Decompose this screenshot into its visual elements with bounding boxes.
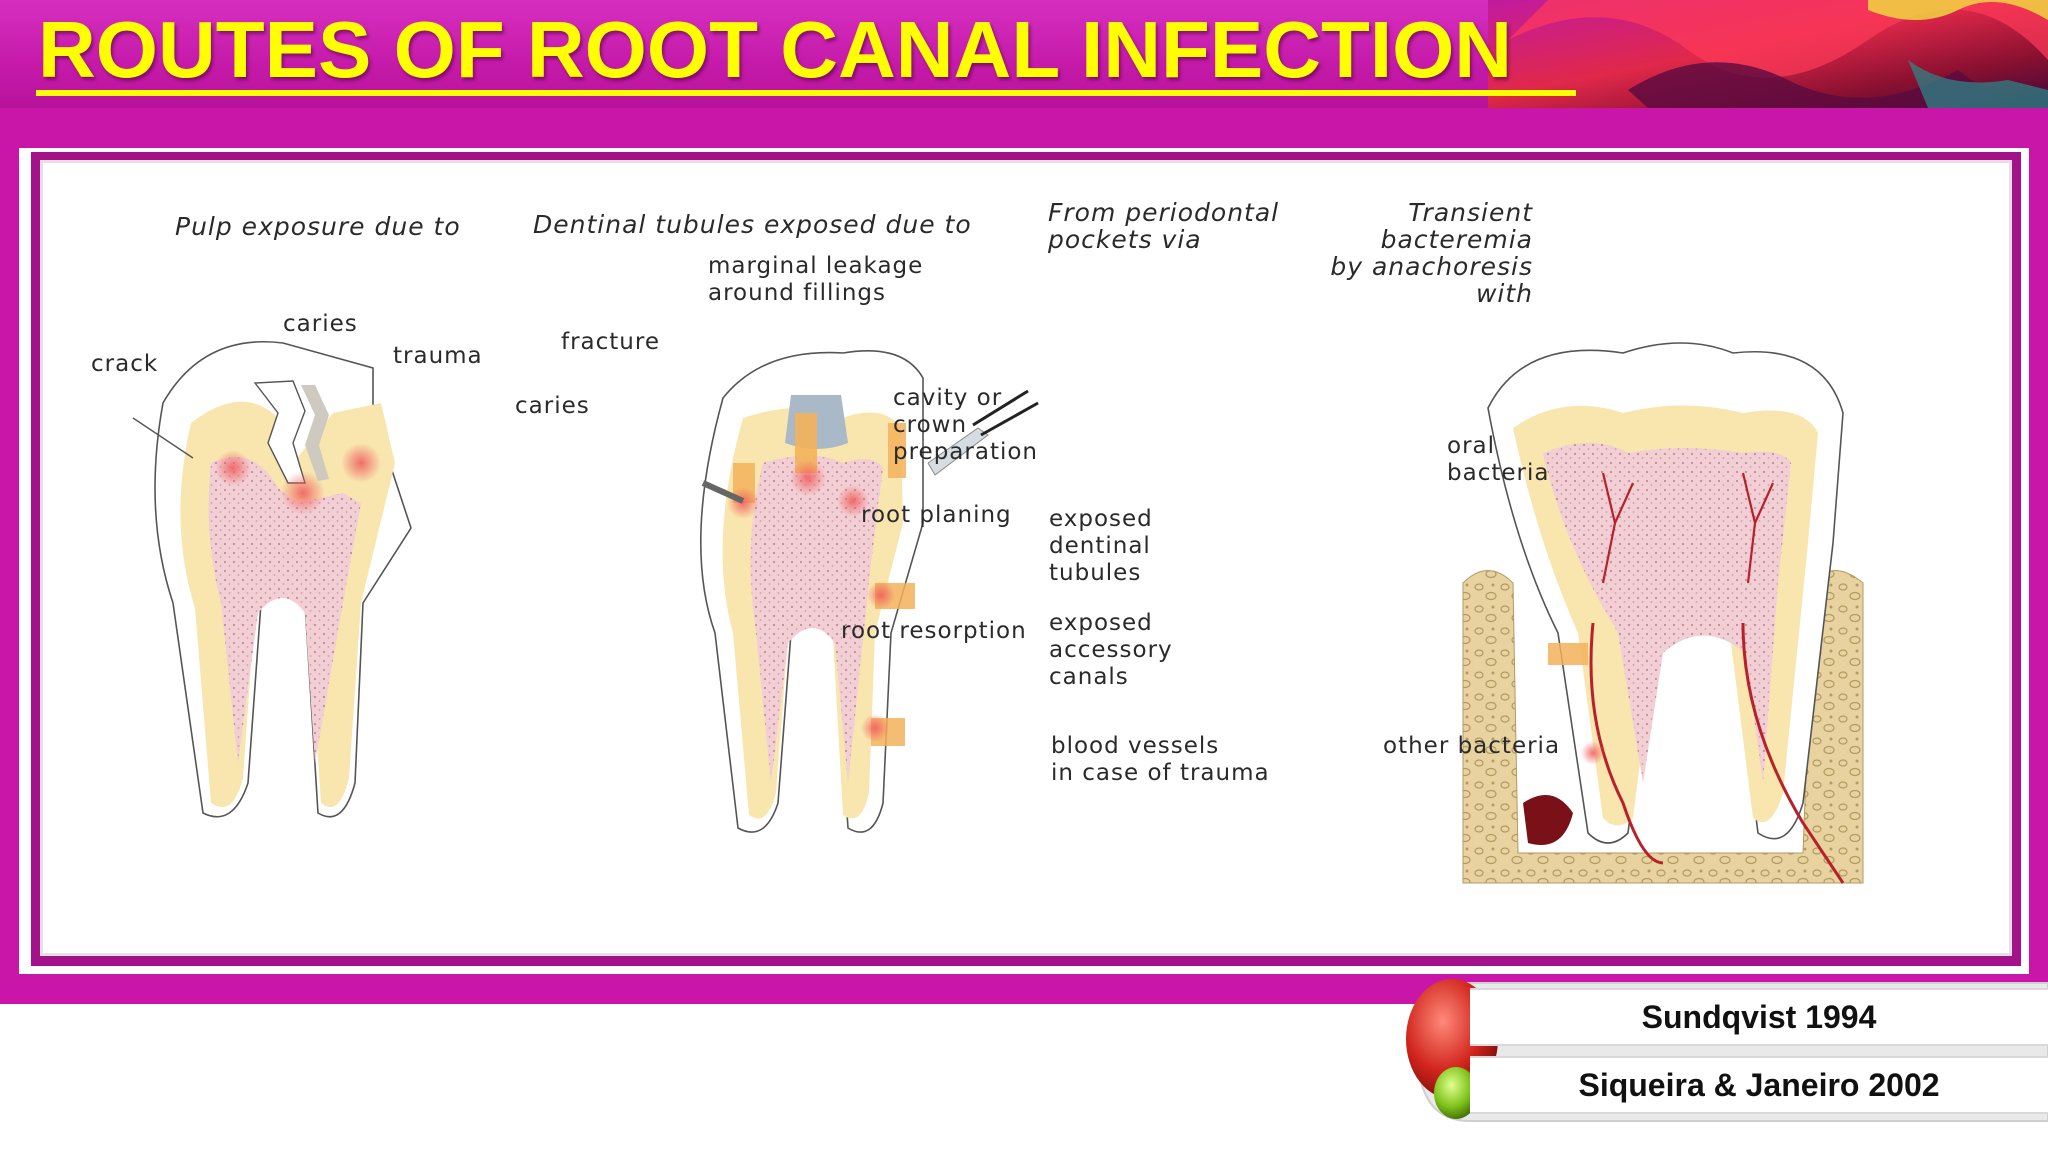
tooth3-label-exposed-tubules: exposed dentinal tubules [1049, 506, 1153, 586]
tooth3-label-blood-vessels: blood vessels in case of trauma [1051, 733, 1270, 786]
tooth-1 [132, 341, 412, 818]
tooth3-label-other-bacteria: other bacteria [1383, 733, 1561, 759]
tooth2-label-marginal-leakage: marginal leakage around fillings [708, 253, 924, 306]
reference-1: Sundqvist 1994 [1470, 988, 2048, 1046]
tooth3-label-oral-bacteria: oral bacteria [1447, 433, 1550, 486]
title-underline [36, 90, 1576, 96]
tooth2-label-cavity-preparation: cavity or crown preparation [893, 385, 1039, 465]
tooth2-label-root-planing: root planing [861, 502, 1012, 528]
tooth2-heading: Dentinal tubules exposed due to [533, 210, 972, 239]
tooth3-heading-bacteremia: Transient bacteremia by anachoresis with [1330, 198, 1533, 308]
page-title: ROUTES OF ROOT CANAL INFECTION [38, 5, 1513, 94]
tooth1-heading: Pulp exposure due to [175, 212, 461, 241]
tooth2-label-caries: caries [515, 393, 590, 419]
tooth3-label-accessory-canals: exposed accessory canals [1049, 610, 1173, 690]
tooth1-label-caries: caries [283, 311, 358, 337]
teeth-illustration [132, 341, 1864, 884]
tooth-2 [699, 350, 1039, 833]
tooth1-label-trauma: trauma [393, 343, 483, 369]
tooth2-label-root-resorption: root resorption [841, 618, 1027, 644]
tooth2-label-fracture: fracture [561, 329, 660, 355]
tooth-3 [1462, 342, 1864, 884]
tooth1-label-crack: crack [91, 351, 159, 377]
tooth3-heading-periodontal: From periodontal pockets via [1048, 198, 1280, 254]
reference-2: Siqueira & Janeiro 2002 [1470, 1056, 2048, 1114]
root-canal-infection-diagram: Pulp exposure due to caries crack trauma… [40, 160, 2012, 956]
